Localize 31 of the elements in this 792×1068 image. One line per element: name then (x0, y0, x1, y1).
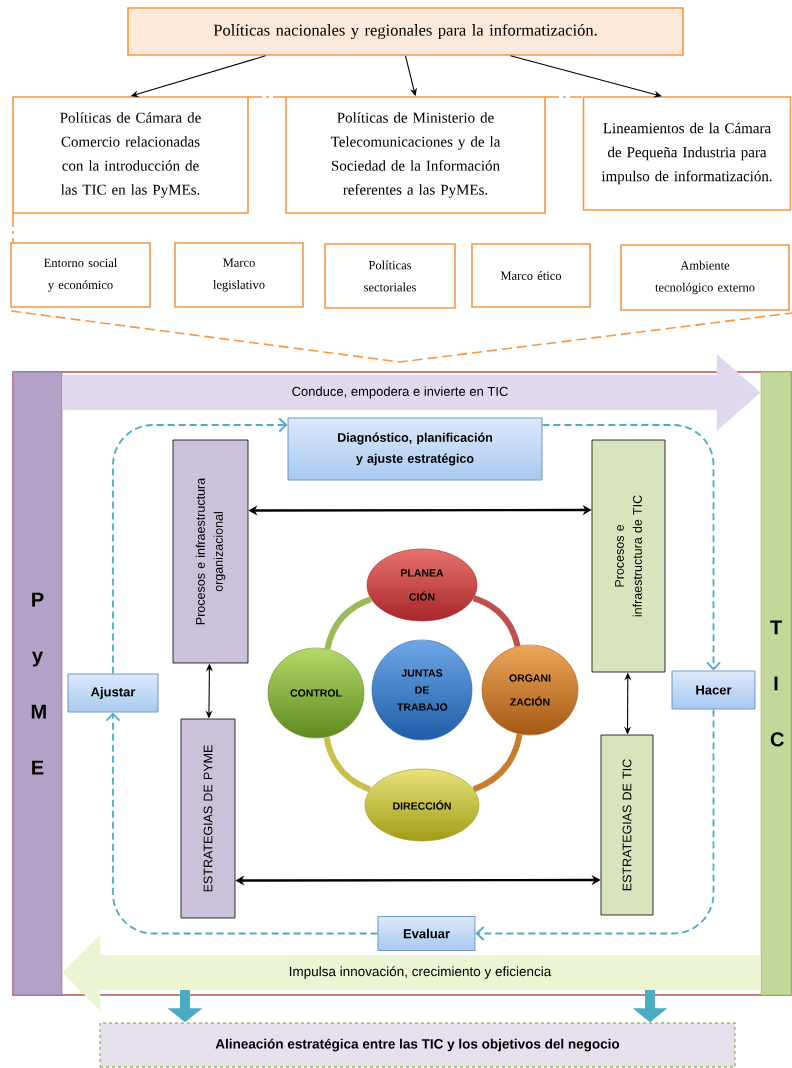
factor-box: Marco ético (471, 243, 591, 308)
process-box: Procesos e infraestructura de TIC (591, 439, 666, 673)
edge-label: Conduce, empodera e invierte en TIC (290, 385, 510, 400)
ring-arc (472, 733, 523, 793)
policy-box: Políticas de Cámara de Comercio relacionadas con la introducción de las TIC en las PyMEs. (12, 96, 249, 214)
phase-box: Evaluar (377, 916, 476, 951)
ring-arc (324, 596, 373, 650)
arrow (509, 55, 662, 98)
phase-box: Ajustar (67, 673, 159, 713)
cycle-arrow (475, 708, 715, 941)
strategy-box: ESTRATEGIAS DE PYME (180, 718, 236, 919)
heading-box: Políticas nacionales y regionales para la informatización. (127, 7, 684, 56)
side-bar: T I C (760, 371, 792, 996)
ring-arc (323, 736, 372, 793)
ring-arc (472, 595, 521, 647)
edge-label: Impulsa innovación, crecimiento y eficiencia (287, 965, 553, 980)
factor-box: Entorno social y económico (10, 242, 151, 308)
policy-box: Lineamientos de la Cámara de Pequeña Industria para impulso de informatización. (582, 96, 792, 211)
cycle-arrow (541, 424, 721, 671)
phase-box: Hacer (671, 670, 756, 710)
factor-box: Políticas sectoriales (324, 243, 456, 309)
strategy-box: ESTRATEGIAS DE TIC (600, 734, 654, 916)
cycle-arrow (112, 417, 288, 675)
result-box: Alineación estratégica entre las TIC y los objetivos del negocio (99, 1022, 736, 1068)
factor-box: Marco legislativo (174, 242, 304, 308)
factor-box: Ambiente tecnológico externo (620, 244, 790, 311)
phase-box: Diagnóstico, planificación y ajuste estratégico (287, 417, 543, 481)
process-box: Procesos e infraestructura organizacional (172, 439, 249, 664)
cycle-arrow (105, 712, 379, 935)
policy-box: Políticas de Ministerio de Telecomunicaciones y de la Sociedad de la Información referentes a las PyMEs. (285, 96, 546, 214)
side-bar: P y M E (12, 371, 63, 996)
